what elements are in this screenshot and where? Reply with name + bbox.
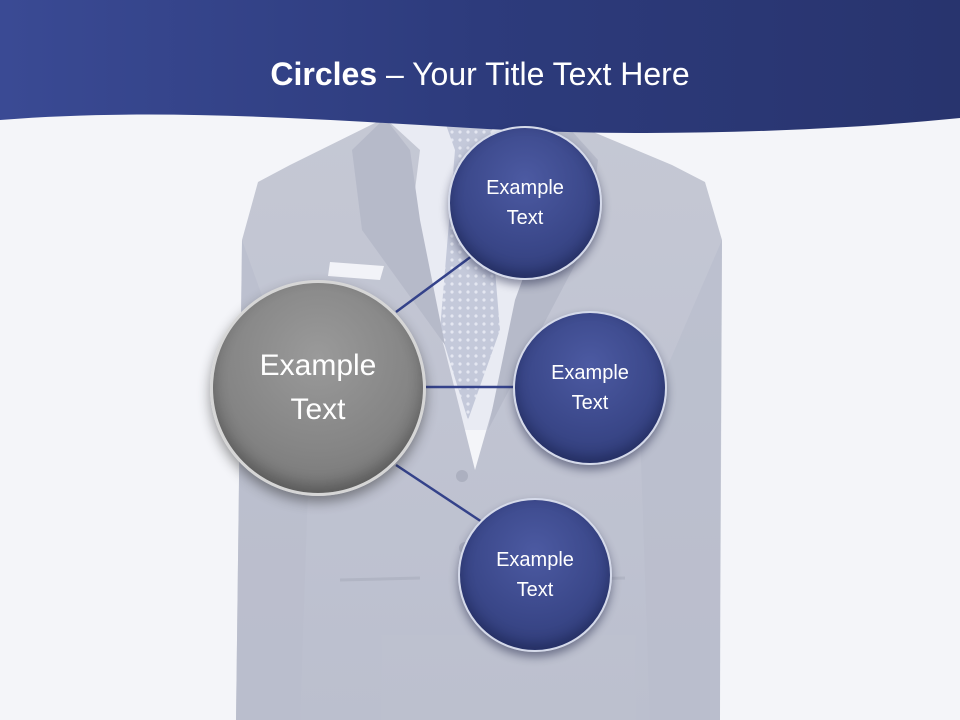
node-middle-line1: Example [551,362,629,384]
node-bottom-line1: Example [496,549,574,571]
center-circle-line2: Text [290,393,346,426]
center-circle: Example Text [210,280,426,496]
center-circle-line1: Example [259,349,377,382]
node-circle-middle: Example Text [513,311,667,465]
slide-title: Circles – Your Title Text Here [0,52,960,96]
connector-line-bottom [395,463,483,524]
node-middle-line2: Text [571,392,609,414]
connector-line-top [395,248,481,314]
node-circle-bottom: Example Text [458,498,612,652]
node-top-line2: Text [506,207,544,229]
node-circle-top: Example Text [448,126,602,280]
slide-title-rest: – Your Title Text Here [377,56,690,92]
header-band [0,0,960,133]
node-bottom-line2: Text [516,579,554,601]
slide-title-bold: Circles [270,56,378,92]
node-top-line1: Example [486,177,564,199]
